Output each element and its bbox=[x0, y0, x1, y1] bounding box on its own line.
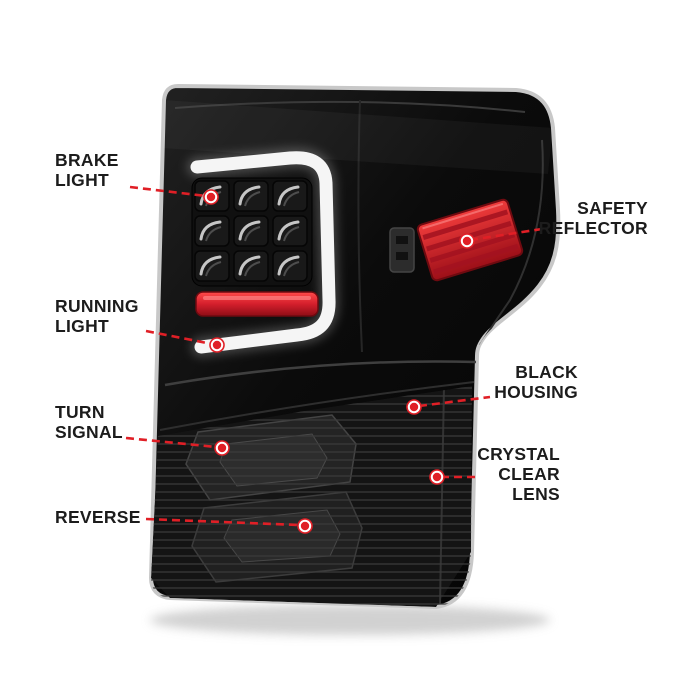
callout-label-running-light: RUNNING LIGHT bbox=[55, 296, 139, 336]
callout-label-safety-reflector: SAFETY REFLECTOR bbox=[538, 198, 648, 238]
callout-label-brake-light: BRAKE LIGHT bbox=[55, 150, 119, 190]
callout-label-turn-signal: TURN SIGNAL bbox=[55, 402, 123, 442]
callout-lines bbox=[125, 185, 543, 527]
running-light-bar bbox=[195, 291, 319, 317]
clear-lens-section bbox=[151, 386, 472, 607]
led-light-bar bbox=[187, 147, 339, 357]
callout-dot-brake-light bbox=[203, 189, 219, 205]
callout-dot-safety-reflector bbox=[459, 233, 475, 249]
mounting-socket bbox=[389, 227, 415, 273]
callout-label-crystal-clear-lens: CRYSTAL CLEAR LENS bbox=[477, 444, 560, 504]
callout-dot-reverse bbox=[297, 518, 313, 534]
callout-line-black-housing bbox=[418, 395, 491, 408]
callout-line-turn-signal bbox=[125, 436, 217, 449]
callout-line-running-light bbox=[145, 329, 213, 346]
ground-shadow bbox=[150, 605, 550, 635]
callout-label-black-housing: BLACK HOUSING bbox=[494, 362, 578, 402]
callout-dot-black-housing bbox=[406, 399, 422, 415]
housing-contours bbox=[159, 99, 553, 431]
brake-led-cluster bbox=[191, 177, 313, 287]
callout-dot-crystal-clear-lens bbox=[429, 469, 445, 485]
callout-label-reverse: REVERSE bbox=[55, 507, 141, 527]
callout-dot-turn-signal bbox=[214, 440, 230, 456]
callout-dot-running-light bbox=[209, 337, 225, 353]
callout-dots bbox=[203, 189, 475, 534]
